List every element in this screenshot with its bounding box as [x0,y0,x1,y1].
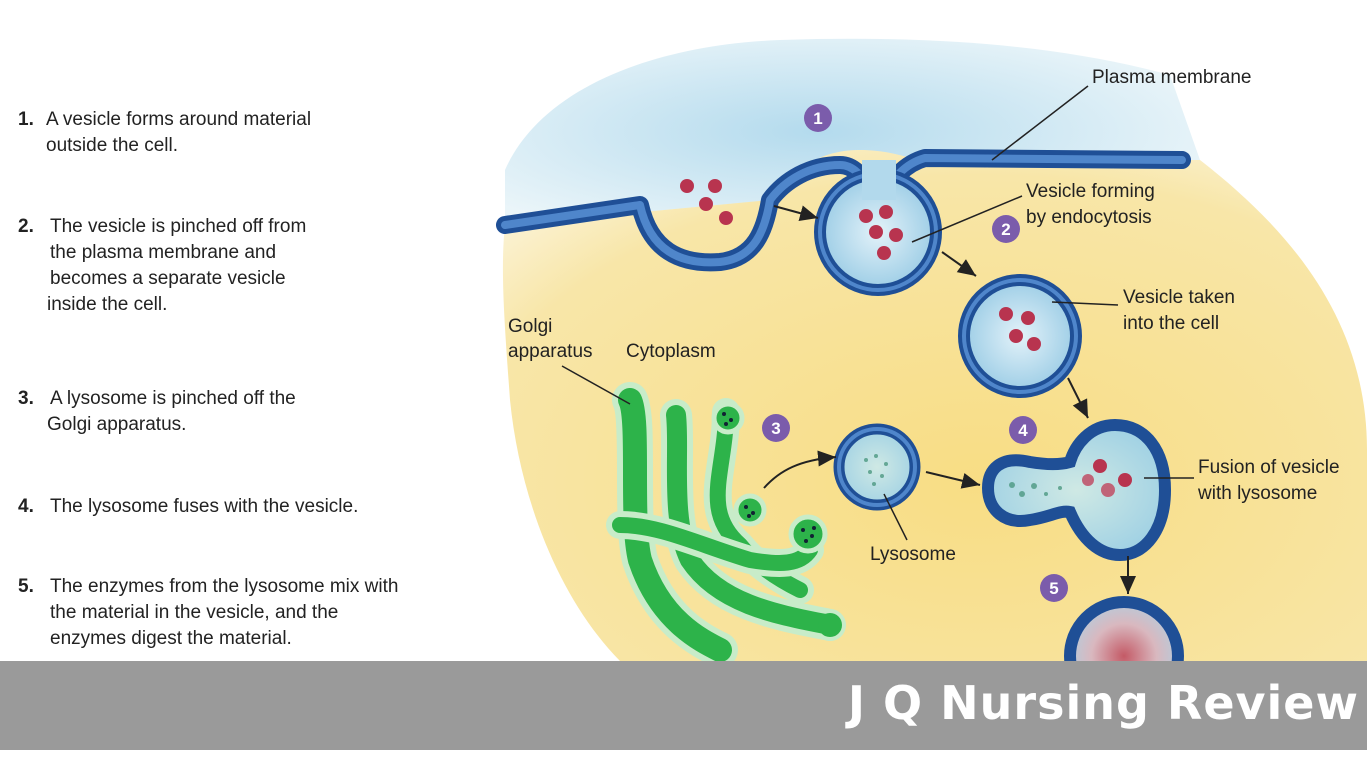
fused-vesicle [981,418,1172,562]
svg-text:4: 4 [1018,421,1028,440]
vesicle-forming-label-2: by endocytosis [1026,207,1152,228]
fusion-label: Fusion of vesicle [1198,457,1340,478]
step-line: The vesicle is pinched off from [50,216,307,237]
step-number: 3. [18,388,34,409]
step-number: 4. [18,496,34,517]
step-line: Golgi apparatus. [47,414,187,435]
step-line: The enzymes from the lysosome mix with [50,576,399,597]
step-text: A lysosome is pinched off the Golgi appa… [47,386,296,438]
process-arrows [763,205,1136,594]
step-badge-1: 1 [804,104,832,132]
cytoplasm-label: Cytoplasm [626,341,716,362]
step-line: the plasma membrane and [50,242,277,263]
watermark-banner [0,661,1367,750]
extracellular-space [505,38,1200,225]
step-line: The lysosome fuses with the vesicle. [50,496,359,517]
step-line: enzymes digest the material. [50,628,292,649]
step-badge-2: 2 [992,215,1020,243]
vesicle-taken-label-2: into the cell [1123,313,1219,334]
vesicle-forming-label: Vesicle forming [1026,181,1155,202]
watermark-text: J Q Nursing Review [847,676,1359,730]
lysosome-label: Lysosome [870,544,956,565]
svg-text:3: 3 [771,419,780,438]
step-number: 1. [18,109,34,130]
step-line: A vesicle forms around material [46,109,312,130]
lysosome [833,423,921,511]
steps-list: 1. A vesicle forms around material outsi… [0,0,470,771]
fusion-label-2: with lysosome [1197,483,1317,504]
step-line: inside the cell. [47,294,168,315]
svg-text:5: 5 [1049,579,1058,598]
step-line: the material in the vesicle, and the [50,602,339,623]
forming-vesicle [814,160,942,296]
golgi-apparatus [606,382,846,668]
step-text: The vesicle is pinched off from the plas… [47,214,307,318]
step-number: 5. [18,576,34,597]
step-badge-3: 3 [762,414,790,442]
extracellular-particles [680,179,733,225]
step-badge-5: 5 [1040,574,1068,602]
golgi-label-2: apparatus [508,341,593,362]
step-line: outside the cell. [46,135,179,156]
step-text: A vesicle forms around material outside … [46,107,311,159]
golgi-label: Golgi [508,316,552,337]
leader-lines [561,85,1194,541]
step-badge-4: 4 [1009,416,1037,444]
step-text: The lysosome fuses with the vesicle. [50,494,358,520]
vesicle-taken-label: Vesicle taken [1123,287,1235,308]
step-line: A lysosome is pinched off the [50,388,296,409]
step-number: 2. [18,216,34,237]
internal-vesicle [958,274,1082,398]
step-text: The enzymes from the lysosome mix with t… [50,574,398,652]
plasma-membrane-label: Plasma membrane [1092,67,1251,88]
step-line: becomes a separate vesicle [50,268,286,289]
svg-text:1: 1 [813,109,822,128]
svg-text:2: 2 [1001,220,1010,239]
